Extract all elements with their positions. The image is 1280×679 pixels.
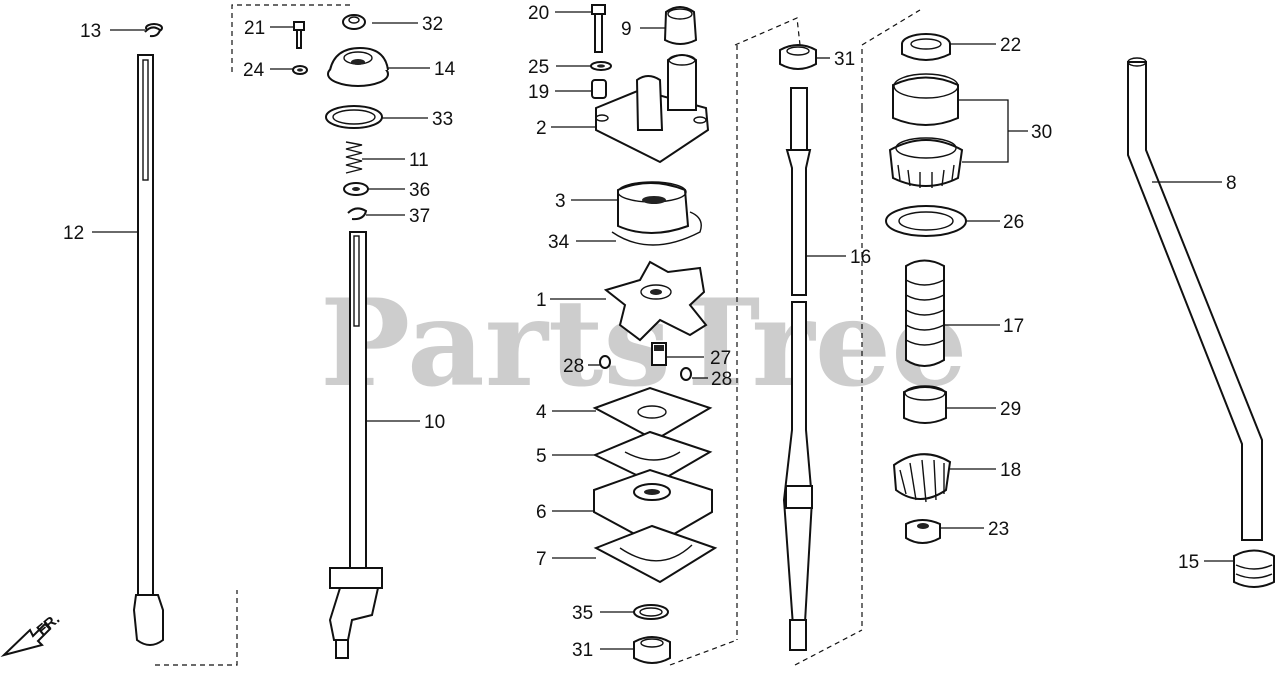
callout-29: 29 (1000, 399, 1021, 420)
shift-rod-10[interactable] (328, 231, 383, 659)
pin-28-left[interactable] (599, 355, 611, 369)
seal-31-top[interactable] (779, 44, 817, 70)
shift-rod-12[interactable] (132, 23, 164, 646)
leader-lines (92, 11, 1234, 650)
ring-35[interactable] (633, 604, 669, 620)
callout-7: 7 (536, 549, 547, 570)
callout-16: 16 (850, 247, 871, 268)
callout-36: 36 (409, 180, 430, 201)
callout-18: 18 (1000, 460, 1021, 481)
callout-2: 2 (536, 118, 547, 139)
callout-33: 33 (432, 109, 453, 130)
gasket-7[interactable] (593, 524, 718, 584)
washer-36[interactable] (343, 182, 369, 196)
callout-24: 24 (243, 60, 265, 81)
bolt-20[interactable] (591, 4, 606, 53)
callout-1: 1 (536, 290, 547, 311)
callout-6: 6 (536, 502, 547, 523)
gasket-4[interactable] (592, 386, 713, 442)
callout-11: 11 (409, 150, 429, 171)
callout-3: 3 (555, 191, 566, 212)
dashed-bracket-31-top (734, 17, 801, 46)
callout-23: 23 (988, 519, 1009, 540)
o-ring-34[interactable] (611, 211, 702, 246)
callout-17: 17 (1003, 316, 1024, 337)
callout-37: 37 (409, 206, 430, 227)
dashed-bracket-left (155, 590, 238, 666)
collar-17[interactable] (905, 259, 945, 367)
housing-14[interactable] (327, 46, 389, 87)
impeller-1[interactable] (603, 260, 708, 342)
grommet-9[interactable] (663, 6, 698, 45)
callout-21: 21 (244, 18, 265, 39)
dashed-bracket-top (231, 4, 350, 72)
spring-11[interactable] (345, 141, 363, 174)
callout-19: 19 (528, 82, 549, 103)
callout-9: 9 (621, 19, 632, 40)
washer-26[interactable] (885, 205, 967, 237)
callout-22: 22 (1000, 35, 1021, 56)
callout-28-right: 28 (711, 369, 732, 390)
seal-31-bottom[interactable] (633, 636, 671, 664)
callout-12: 12 (63, 223, 84, 244)
grommet-15[interactable] (1233, 549, 1275, 588)
callout-34: 34 (548, 232, 570, 253)
bearing-inner-30[interactable] (888, 137, 964, 188)
gasket-33[interactable] (325, 105, 383, 129)
callout-30: 30 (1031, 122, 1052, 143)
callout-5: 5 (536, 446, 547, 467)
washer-25[interactable] (590, 61, 612, 71)
callout-10: 10 (424, 412, 445, 433)
shift-rod-clip-13[interactable] (144, 26, 162, 38)
pinion-gear-18[interactable] (892, 453, 952, 503)
callout-32: 32 (422, 14, 443, 35)
callout-25: 25 (528, 57, 549, 78)
callout-8: 8 (1226, 173, 1237, 194)
key-27[interactable] (651, 342, 667, 366)
dashed-link-bottom (794, 629, 863, 666)
pump-liner-3[interactable] (617, 181, 690, 234)
bearing-race-22[interactable] (901, 33, 951, 61)
pin-28-right[interactable] (680, 367, 692, 381)
callout-labels: 13 12 21 32 24 14 33 11 36 37 10 20 9 25… (63, 3, 1237, 661)
callout-27: 27 (710, 348, 731, 369)
plate-6[interactable] (593, 468, 713, 547)
callout-35: 35 (572, 603, 593, 624)
callout-31-bottom: 31 (572, 640, 593, 661)
front-direction-arrow: FR. (0, 611, 63, 657)
driveshaft-16[interactable] (782, 87, 814, 651)
needle-bearing-29[interactable] (903, 385, 947, 424)
callout-31-top: 31 (834, 49, 855, 70)
clip-37[interactable] (347, 207, 368, 221)
callout-14: 14 (434, 59, 456, 80)
dashed-link-31 (669, 639, 738, 666)
bolt-21[interactable] (293, 21, 305, 49)
washer-24[interactable] (292, 65, 308, 75)
callout-26: 26 (1003, 212, 1024, 233)
callout-28-left: 28 (563, 356, 584, 377)
collar-19[interactable] (591, 79, 607, 99)
callout-13: 13 (80, 21, 101, 42)
water-tube-8[interactable] (1127, 57, 1263, 541)
callout-15: 15 (1178, 552, 1199, 573)
pump-housing-2[interactable] (595, 54, 710, 164)
callout-20: 20 (528, 3, 549, 24)
callout-4: 4 (536, 402, 547, 423)
dashed-bracket-22 (861, 9, 921, 108)
seal-32[interactable] (342, 14, 366, 30)
bearing-outer-30[interactable] (892, 73, 959, 126)
nut-23[interactable] (905, 519, 941, 544)
